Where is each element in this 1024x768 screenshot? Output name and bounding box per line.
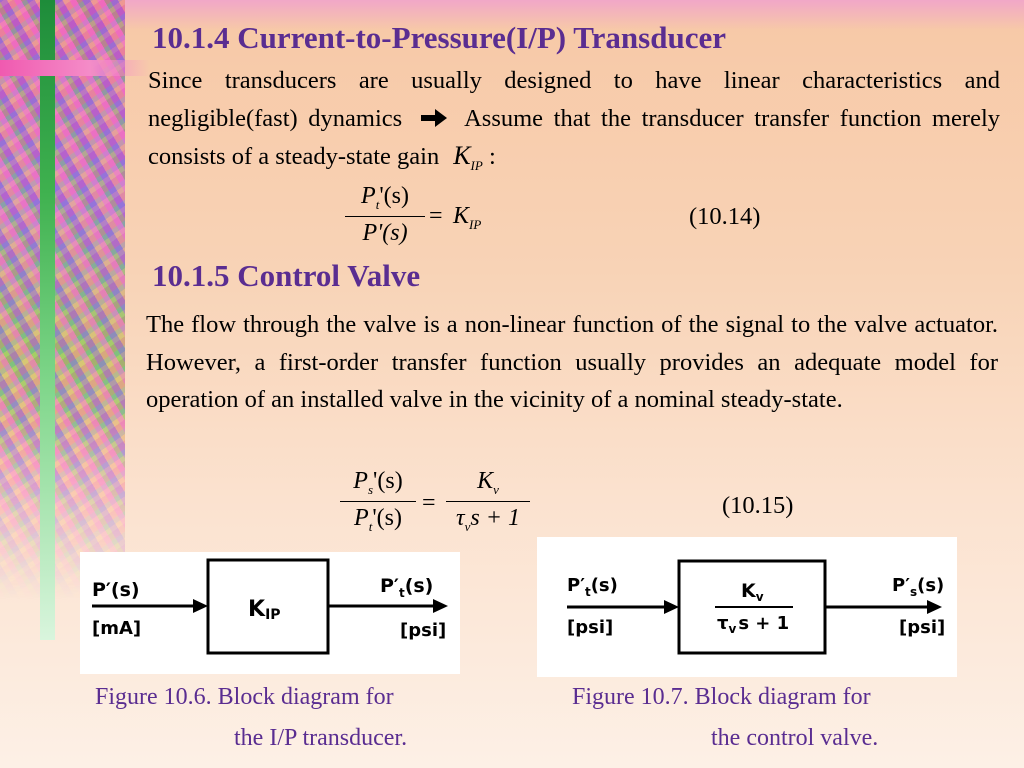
decorative-side-strip (0, 0, 150, 768)
section-title-ip-transducer: 10.1.4 Current-to-Pressure(I/P) Transduc… (152, 20, 726, 55)
eq2-rhs-denominator: τvs + 1 (456, 504, 520, 534)
figure-10-7-caption-line1: Figure 10.7. Block diagram for (572, 684, 871, 710)
fig7-output-label: P′s(s) (892, 575, 944, 599)
decorative-texture (0, 0, 125, 600)
eq2-equals: = (422, 490, 436, 516)
arrow-head (927, 600, 942, 614)
fig6-output-label: P′t(s) (380, 575, 433, 600)
section-title-control-valve: 10.1.5 Control Valve (152, 258, 421, 293)
figure-10-6-caption-line2: the I/P transducer. (234, 725, 408, 751)
fig7-block-numerator: Kv (741, 580, 764, 604)
right-arrow-icon (420, 108, 447, 127)
arrow-head (433, 599, 448, 613)
eq2-lhs-denominator: Pt'(s) (354, 504, 402, 534)
section2-line2: the valve actuator. However, a first-ord… (146, 311, 998, 376)
section1-line3: transfer function merely consists of a s… (148, 104, 1000, 171)
eq1-rhs: KIP (453, 203, 482, 232)
equation-number-10-15: (10.15) (722, 492, 794, 519)
colon: : (488, 143, 496, 170)
eq2-rhs-numerator: Kv (477, 468, 499, 497)
section2-line3: provides an adequate model for operation… (146, 348, 998, 414)
fig6-input-label: P′(s) (92, 579, 140, 601)
section1-line2b: Assume that the transducer (464, 104, 744, 132)
fig6-output-unit: [psi] (400, 620, 446, 641)
eq2-lhs-numerator: Ps'(s) (353, 468, 403, 497)
figure-10-7-caption-line2: the control valve. (711, 725, 879, 751)
fig6-input-unit: [mA] (92, 618, 141, 639)
fig6-block-label: KIP (248, 597, 281, 623)
eq1-fraction: Pt'(s) P'(s) (345, 183, 425, 247)
section2-line4: the vicinity of a nominal steady-state. (473, 386, 843, 413)
top-band (0, 0, 1024, 30)
eq2-rhs-fraction: Kv τvs + 1 (446, 468, 530, 535)
fig7-input-label: P′t(s) (567, 575, 618, 599)
section1-line1: Since transducers are usually designed t… (148, 67, 943, 94)
arrow-head (664, 600, 679, 614)
eq2-lhs-fraction: Ps'(s) Pt'(s) (340, 468, 416, 535)
eq1-equals: = (429, 203, 443, 229)
decorative-green-bar (40, 0, 55, 640)
eq1-denominator: P'(s) (362, 219, 408, 246)
eq1-numerator: Pt'(s) (361, 183, 409, 212)
arrow-head (193, 599, 208, 613)
fig7-input-unit: [psi] (567, 617, 613, 638)
equation-number-10-14: (10.14) (689, 203, 761, 230)
figure-10-6-block-diagram: P′(s) [mA] KIP P′t(s) [psi] (80, 552, 460, 674)
fig7-output-unit: [psi] (899, 617, 945, 638)
figure-10-6-caption-line1: Figure 10.6. Block diagram for (95, 684, 394, 710)
section1-line2a: and negligible(fast) dynamics (148, 67, 1001, 132)
section1-paragraph: Since transducers are usually designed t… (148, 62, 1000, 185)
figure-10-6-drawing: P′(s) [mA] KIP P′t(s) [psi] (92, 558, 448, 655)
section2-line1: The flow through the valve is a non-line… (146, 311, 811, 338)
gain-symbol: KIP (453, 141, 483, 174)
decorative-pink-bar (0, 60, 150, 76)
kip-block (206, 558, 330, 655)
section2-paragraph: The flow through the valve is a non-line… (146, 306, 998, 419)
